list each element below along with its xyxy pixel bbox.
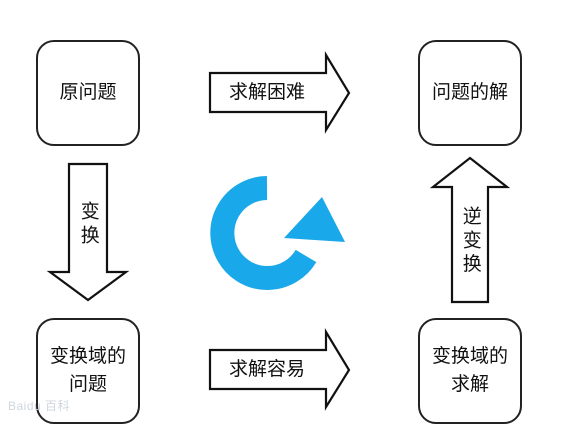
clockwise-cycle-icon [210,176,345,290]
problem-solution-box: 问题的解 [418,40,522,146]
problem-solution-label: 问题的解 [431,81,508,104]
bottom-arrow-label-wrap: 求解容易 [218,353,316,387]
top-arrow-label: 求解困难 [228,81,305,104]
original-problem-label: 原问题 [59,81,117,104]
transformed-problem-label: 变换域的 问题 [49,345,126,395]
left-arrow-label-wrap: 变换 [69,190,107,260]
original-problem-box: 原问题 [36,40,140,146]
transformed-problem-box: 变换域的 问题 [36,318,140,424]
up-arrow-right [429,156,511,304]
bottom-arrow-label: 求解容易 [228,358,305,381]
right-arrow-label-wrap: 逆变换 [452,190,488,294]
left-arrow-label: 变换 [77,201,100,249]
watermark-text: Baidu 百科 [8,399,71,413]
down-arrow-left [46,162,130,302]
right-arrow-label: 逆变换 [459,206,482,278]
transformed-solution-box: 变换域的 求解 [418,318,522,424]
top-arrow-label-wrap: 求解困难 [218,76,316,110]
watermark: Baidu 百科 [8,397,70,414]
right-arrow-top [208,51,351,134]
right-arrow-bottom [208,328,351,411]
transformed-solution-label: 变换域的 求解 [431,345,508,395]
